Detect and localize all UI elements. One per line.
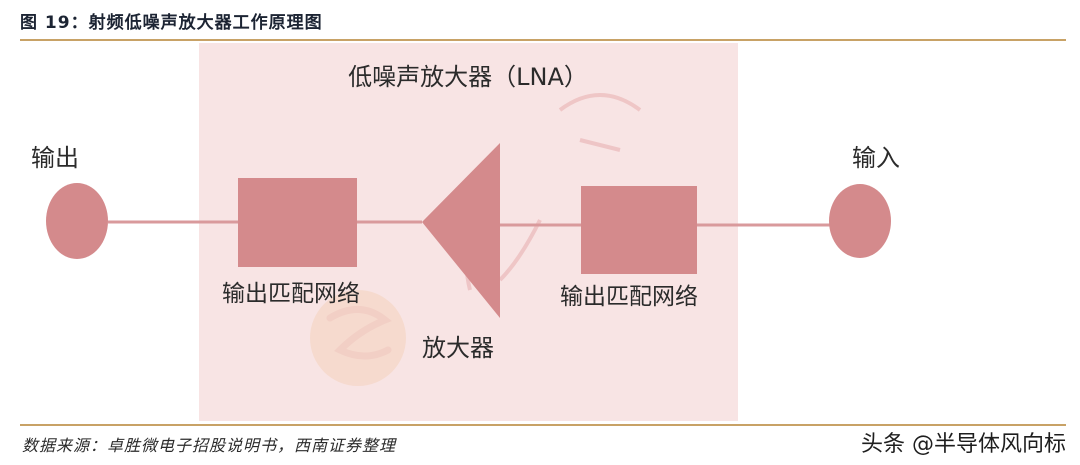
output-label: 输出 <box>31 144 79 172</box>
source-note: 数据来源：卓胜微电子招股说明书，西南证券整理 <box>22 436 397 455</box>
top-divider <box>20 39 1066 41</box>
left-matching-network-box <box>238 178 357 267</box>
input-port-circle <box>829 184 891 258</box>
figure-title: 图 19：射频低噪声放大器工作原理图 <box>20 13 323 33</box>
right-matching-network-box <box>581 186 697 274</box>
left-matching-network-label: 输出匹配网络 <box>222 281 360 307</box>
amplifier-label: 放大器 <box>422 334 494 362</box>
logo-watermark-icon <box>310 290 406 386</box>
lna-block-title: 低噪声放大器（LNA） <box>348 63 588 91</box>
right-matching-network-label: 输出匹配网络 <box>560 284 698 310</box>
credit-watermark: 头条 @半导体风向标 <box>861 432 1066 457</box>
input-label: 输入 <box>852 144 900 172</box>
bottom-divider <box>20 424 1066 426</box>
amplifier-triangle <box>422 143 500 318</box>
output-port-circle <box>46 183 108 259</box>
